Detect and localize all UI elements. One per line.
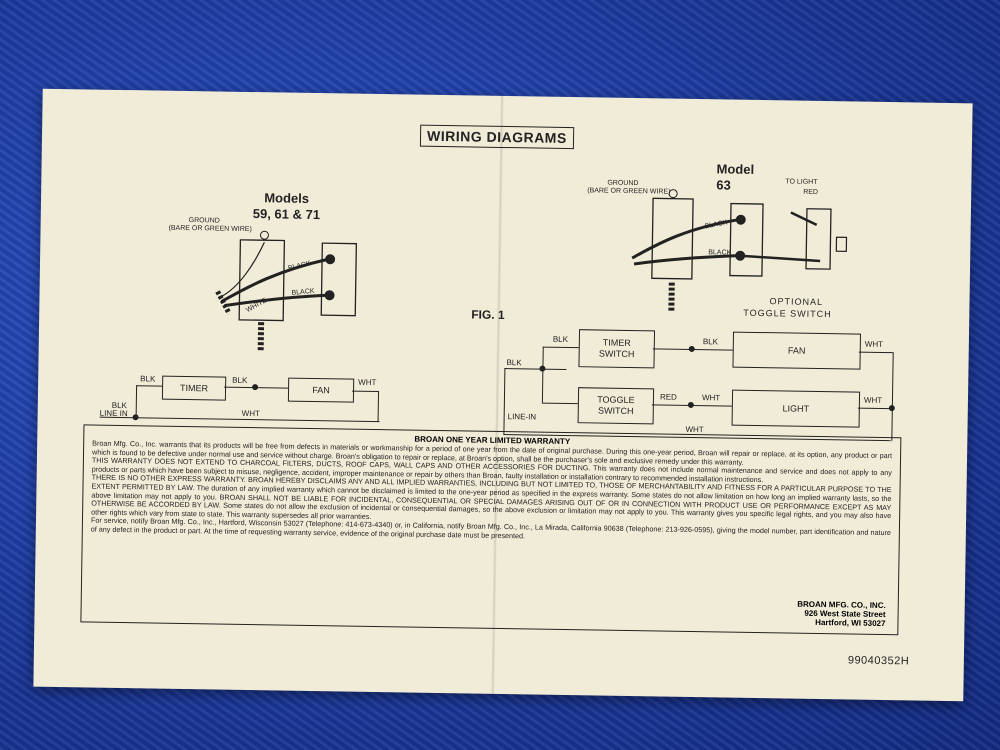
timer-box: TIMER: [161, 375, 227, 401]
blk-mid-label: BLK: [702, 337, 719, 347]
junction-dot: [687, 401, 694, 408]
black-wire-label-4: BLACK: [708, 249, 732, 257]
timer-switch-line-2: SWITCH: [598, 348, 635, 360]
wht-top-label: WHT: [864, 339, 884, 349]
model-line-1: Model: [716, 161, 755, 177]
light-box: LIGHT: [731, 389, 861, 428]
warranty-box: BROAN ONE YEAR LIMITED WARRANTY Broan Mf…: [80, 424, 902, 636]
part-number: 99040352H: [847, 654, 910, 668]
to-light-label: TO LIGHT: [785, 178, 818, 186]
fan-box-right: FAN: [732, 331, 862, 370]
wht-label-2: WHT: [241, 408, 260, 419]
blk-top-label: BLK: [552, 334, 569, 345]
fan-box: FAN: [287, 377, 355, 403]
wht-bottom-label: WHT: [685, 424, 704, 435]
company-address: BROAN MFG. CO., INC. 926 West State Stre…: [797, 600, 886, 628]
blk-in-label-right: BLK: [506, 358, 522, 368]
toggle-switch-label: TOGGLE SWITCH: [743, 307, 832, 320]
ground-label-right: GROUND: [607, 179, 639, 188]
junction-dot: [688, 345, 695, 353]
ground-sub-label-right: (BARE OR GREEN WIRE): [587, 187, 671, 196]
optional-label: OPTIONAL: [769, 296, 824, 308]
junction-dot: [888, 405, 895, 412]
blk-label-1: BLK: [140, 374, 156, 384]
instruction-sheet: WIRING DIAGRAMS Models 59, 61 & 71 GROUN…: [33, 88, 973, 702]
wiring-drawings: [215, 189, 848, 351]
model-63-label: Model 63: [716, 161, 754, 194]
line-in-label: LINE IN: [99, 408, 128, 419]
wht-right-label: WHT: [863, 395, 883, 405]
timer-switch-line-1: TIMER: [602, 337, 631, 349]
address-line-3: Hartford, WI 53027: [815, 617, 886, 629]
warranty-body: Broan Mfg. Co., Inc. warrants that its p…: [91, 439, 892, 547]
red-label: RED: [659, 392, 677, 402]
wht-mid-label: WHT: [701, 393, 721, 403]
toggle-switch-line-2: SWITCH: [597, 405, 634, 417]
line-in-label-right: LINE-IN: [507, 412, 537, 422]
junction-dot: [252, 384, 259, 391]
model-line-2: 63: [716, 177, 731, 193]
wht-label-1: WHT: [358, 377, 377, 388]
blk-label-2: BLK: [232, 375, 248, 385]
junction-dot: [132, 414, 139, 421]
red-wire-label: RED: [803, 188, 819, 196]
figure-label: FIG. 1: [471, 307, 505, 323]
toggle-switch-line-1: TOGGLE: [597, 394, 635, 406]
